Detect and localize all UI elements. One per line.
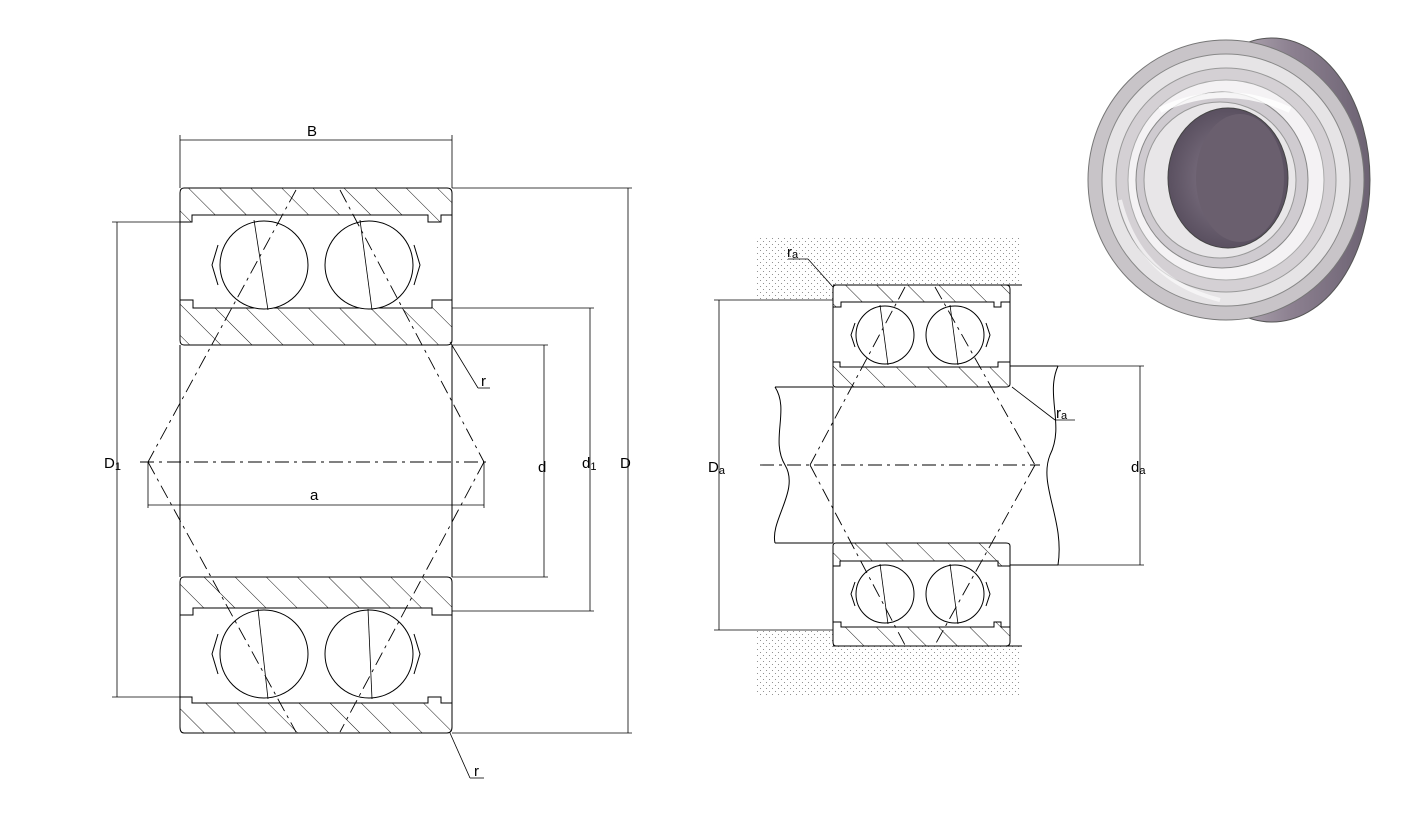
inner-ring-bottom (179, 576, 453, 616)
left-section-view: B a D1 d d1 D r r (104, 123, 632, 780)
inner-ring-top (179, 299, 453, 346)
ball-top-right (324, 220, 414, 310)
housing-top (755, 236, 1020, 286)
label-B: B (307, 123, 317, 140)
ball-bottom-right (324, 609, 414, 699)
label-D1: D1 (104, 455, 121, 473)
outer-ring-top (179, 187, 453, 223)
label-a: a (310, 487, 319, 504)
label-r-top: r (481, 373, 486, 390)
ball-top-left (219, 220, 309, 310)
shaft-break-right (1046, 365, 1060, 566)
label-r-bottom: r (474, 763, 479, 780)
label-D: D (620, 455, 631, 472)
shaft-break-left (773, 386, 790, 544)
label-d1: d1 (582, 455, 596, 473)
label-ra-top: ra (787, 244, 799, 261)
right-mounting-view: Da da ra ra (708, 236, 1146, 695)
bearing-3d-render-icon (1087, 37, 1371, 323)
label-ra-right: ra (1056, 405, 1068, 422)
label-da: da (1131, 459, 1146, 477)
housing-bottom (755, 645, 1020, 695)
ball-bottom-left (219, 609, 309, 699)
label-d: d (538, 459, 546, 476)
label-Da: Da (708, 459, 726, 477)
outer-ring-bottom (179, 696, 453, 734)
